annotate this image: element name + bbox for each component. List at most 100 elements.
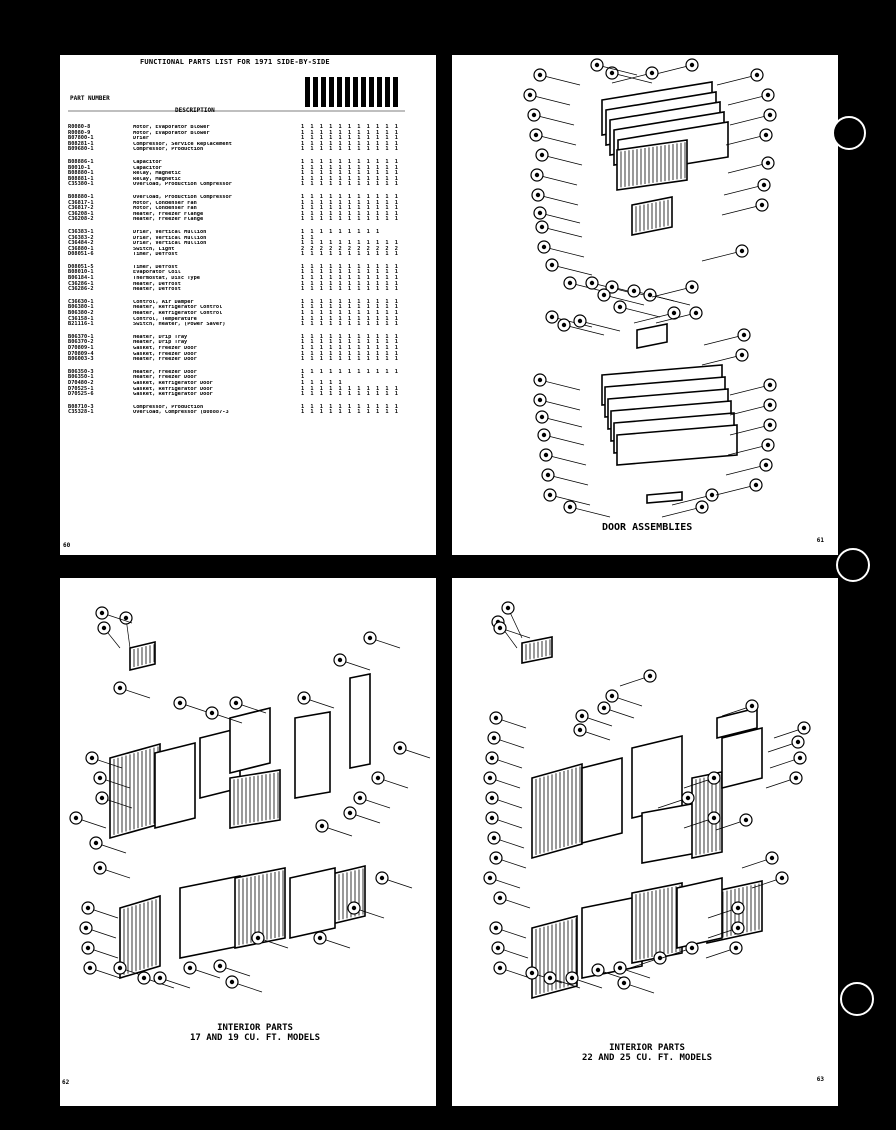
callout-dot xyxy=(85,945,91,951)
door-assemblies-caption: DOOR ASSEMBLIES xyxy=(602,522,693,533)
parts-list-page: FUNCTIONAL PARTS LIST FOR 1971 SIDE-BY-S… xyxy=(60,55,436,555)
callout-dot xyxy=(547,975,553,981)
callout-dot xyxy=(749,703,755,709)
cell-desc: Gasket, Refrigerator Door xyxy=(133,380,213,386)
callout-dot xyxy=(711,775,717,781)
callout-dot xyxy=(497,625,503,631)
cell-part: C35380-1 xyxy=(68,181,94,188)
callout-dot xyxy=(711,815,717,821)
callout-dot xyxy=(657,955,663,961)
cell-desc: Heater, Defrost xyxy=(133,281,181,287)
cell-desc: Heater, Defrost xyxy=(133,287,181,293)
cell-marks: 1 1 1 1 1 1 1 1 1 1 1 xyxy=(301,269,400,276)
cell-desc: Heater, Refrigerator Control xyxy=(133,305,223,311)
callout-dot xyxy=(537,210,543,216)
leader-line xyxy=(611,72,653,84)
callout-dot xyxy=(233,700,239,706)
glass-shelf xyxy=(581,895,643,979)
callout-dot xyxy=(187,965,193,971)
cell-marks: 1 1 1 1 1 1 1 1 1 1 1 xyxy=(301,216,400,223)
callout-dot xyxy=(767,112,773,118)
callout-dot xyxy=(529,970,535,976)
cell-marks: 1 1 1 1 1 1 1 1 1 1 1 xyxy=(301,409,400,416)
callout-dot xyxy=(647,673,653,679)
callout-dot xyxy=(733,945,739,951)
leader-line xyxy=(619,306,661,318)
cell-part: C36484-2 xyxy=(68,240,94,247)
cell-marks: 1 1 xyxy=(301,234,316,241)
callout-dot xyxy=(689,62,695,68)
leader-line xyxy=(551,316,593,328)
callout-dot xyxy=(739,248,745,254)
cell-marks: 1 1 1 1 1 1 1 1 1 1 1 xyxy=(301,310,400,317)
callout-dot xyxy=(601,292,607,298)
liner-panel xyxy=(294,711,331,799)
cell-desc: Heater, Drip Tray xyxy=(133,340,188,346)
callout-dot xyxy=(97,865,103,871)
leader-line xyxy=(651,64,693,76)
callout-dot xyxy=(177,700,183,706)
freezer-shelf-grille xyxy=(531,762,583,860)
callout-dot xyxy=(539,414,545,420)
callout-dot xyxy=(541,432,547,438)
leader-line xyxy=(536,174,578,186)
callout-dot xyxy=(489,795,495,801)
callout-dot xyxy=(671,310,677,316)
callout-dot xyxy=(609,70,615,76)
binder-hole xyxy=(836,548,870,582)
callout-dot xyxy=(85,905,91,911)
binder-hole xyxy=(840,982,874,1016)
leader-line xyxy=(541,226,583,238)
cell-marks: 1 1 1 1 1 1 1 1 1 1 1 xyxy=(301,304,400,311)
cell-marks: 1 1 1 1 1 1 1 1 1 1 1 xyxy=(301,140,400,147)
cell-marks: 1 1 1 1 1 1 1 1 1 1 1 xyxy=(301,315,400,322)
cell-desc: Drier, Vertical Mullion xyxy=(133,235,207,241)
interior-parts-22-25-caption: INTERIOR PARTS 22 AND 25 CU. FT. MODELS xyxy=(572,1043,722,1063)
cell-part: D08051-5 xyxy=(68,263,94,270)
callout-dot xyxy=(793,775,799,781)
cell-desc: Heater, Freezer Door xyxy=(133,369,197,375)
callout-dot xyxy=(87,965,93,971)
callout-dot xyxy=(699,504,705,510)
cell-desc: Thermostat, Disc Type xyxy=(133,276,200,282)
page-number: 61 xyxy=(816,537,824,544)
cell-desc: Gasket, Refrigerator Door xyxy=(133,392,213,398)
callout-dot xyxy=(99,610,105,616)
leader-line xyxy=(539,74,581,86)
leader-line xyxy=(727,94,769,106)
refrigerator-shelf xyxy=(531,914,578,1000)
ice-tray xyxy=(229,706,271,775)
leader-line xyxy=(543,246,585,258)
cell-marks: 1 1 1 1 1 1 1 1 1 1 1 xyxy=(301,403,400,410)
cell-marks: 1 1 1 1 1 1 1 1 1 1 1 xyxy=(301,385,400,392)
leader-line xyxy=(727,162,769,174)
cell-desc: Overload, Production Compressor xyxy=(133,194,232,200)
callout-dot xyxy=(117,965,123,971)
cell-part: D08051-6 xyxy=(68,251,94,258)
column-header-description: DESCRIPTION xyxy=(175,107,215,114)
leader-line xyxy=(655,312,697,324)
callout-dot xyxy=(493,855,499,861)
cell-part: B08880-1 xyxy=(68,193,94,200)
leader-line xyxy=(596,64,638,76)
cell-desc: Capacitor xyxy=(133,165,162,171)
cell-desc: Motor, Condenser Fan xyxy=(133,206,197,212)
cell-desc: Heater, Refrigerator Control xyxy=(133,311,223,317)
cell-desc: Overload, Production Compressor xyxy=(133,182,232,188)
cell-desc: Control, Temperature xyxy=(133,316,197,322)
callout-dot xyxy=(545,472,551,478)
shelf-frame xyxy=(631,882,683,964)
callout-dot xyxy=(763,462,769,468)
callout-dot xyxy=(797,755,803,761)
